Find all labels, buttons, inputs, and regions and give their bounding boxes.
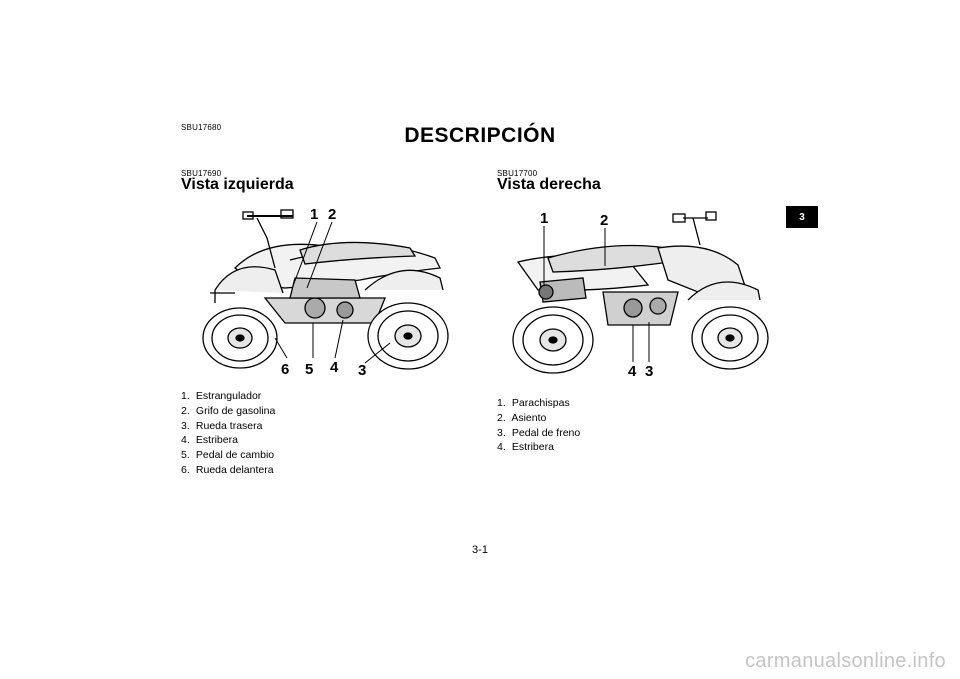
left-callout-3: 3 — [358, 362, 366, 378]
page-title: DESCRIPCIÓN — [404, 124, 556, 147]
legend-item: 1. Estrangulador — [181, 390, 262, 402]
legend-item: 3. Pedal de freno — [497, 426, 581, 439]
right-section-title: Vista derecha — [497, 176, 601, 193]
left-callout-4: 4 — [330, 359, 339, 376]
atv-right-view-illustration: 1 2 4 3 — [512, 210, 769, 380]
legend-item: 5. Pedal de cambio — [181, 449, 275, 462]
right-legend: 1. Parachispas 2. Asiento 3. Pedal de fr… — [497, 396, 580, 455]
chapter-tab: 3 — [786, 206, 818, 228]
right-callout-3: 3 — [645, 363, 653, 380]
watermark[interactable]: carmanualsonline.info — [745, 650, 946, 672]
right-callout-4: 4 — [628, 363, 637, 380]
legend-item: 6. Rueda delantera — [181, 463, 274, 476]
left-callout-5: 5 — [305, 361, 313, 378]
header-code: SBU17680 — [181, 123, 222, 132]
legend-item: 2. Asiento — [497, 411, 547, 424]
right-section-code: SBU17700 — [497, 169, 538, 178]
legend-item: 4. Estribera — [497, 441, 554, 454]
atv-left-view-illustration: 1 2 6 5 4 3 — [202, 206, 449, 378]
legend-item: 3. Rueda trasera — [181, 419, 263, 432]
right-callout-1: 1 — [540, 210, 548, 227]
left-callout-1: 1 — [310, 206, 318, 223]
legend-item: 2. Grifo de gasolina — [181, 404, 276, 417]
left-callout-2: 2 — [328, 206, 336, 223]
legend-item: 1. Parachispas — [497, 397, 570, 409]
left-section-code: SBU17690 — [181, 169, 222, 178]
legend-item: 4. Estribera — [181, 434, 238, 447]
left-legend: 1. Estrangulador 2. Grifo de gasolina 3.… — [181, 389, 275, 478]
left-callout-6: 6 — [281, 361, 289, 378]
left-section-title: Vista izquierda — [181, 176, 294, 193]
right-callout-2: 2 — [600, 212, 608, 229]
page-number: 3-1 — [472, 544, 488, 556]
